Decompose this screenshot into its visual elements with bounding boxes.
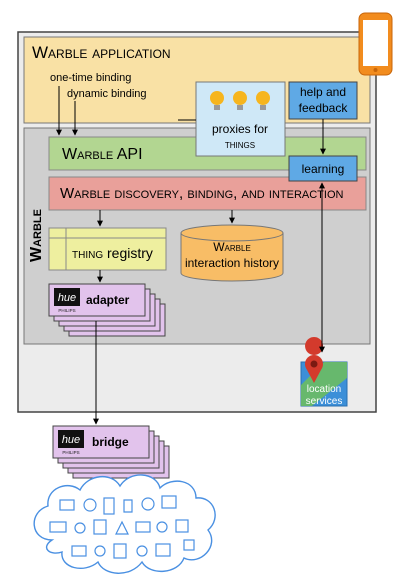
proxies-label-line1: proxies for — [212, 122, 268, 136]
iot-cloud-icon — [33, 474, 216, 574]
adapter-brand-text: PHILIPS — [58, 308, 75, 313]
help-label-line1: help and — [300, 85, 346, 99]
help-label-line2: feedback — [299, 101, 349, 115]
location-label-line2: services — [306, 396, 343, 407]
learning-box — [288, 155, 358, 182]
history-cylinder — [180, 224, 284, 282]
discovery-label: Warble discovery, binding, and interacti… — [60, 185, 344, 202]
map-pin-icon — [300, 337, 348, 407]
registry-label: thing registry — [72, 245, 153, 261]
api-label: Warble API — [62, 146, 143, 163]
history-label-line1: Warble — [213, 240, 251, 254]
one-time-binding-label: one-time binding — [50, 72, 131, 84]
history-label-line2: interaction history — [185, 256, 279, 270]
adapter-logo-text: hue — [58, 292, 76, 304]
connector-arrows — [56, 86, 326, 425]
discovery-box — [48, 176, 367, 211]
application-title: Warble application — [32, 43, 171, 62]
bridge-brand-text: PHILIPS — [62, 450, 79, 455]
lightbulb-icon — [256, 91, 270, 110]
registry-prefix: thing — [72, 245, 103, 261]
registry-box — [48, 227, 167, 271]
location-label-line1: location — [307, 384, 341, 395]
lightbulb-icon — [210, 91, 224, 110]
hue-logo-icon: hue PHILIPS — [58, 430, 84, 455]
hue-logo-icon: hue PHILIPS — [54, 288, 80, 313]
dynamic-binding-label: dynamic binding — [67, 88, 147, 100]
warble-vertical-label: Warble — [28, 209, 45, 262]
proxies-label-line2: things — [225, 139, 255, 151]
adapter-label: adapter — [86, 293, 130, 307]
proxies-box — [195, 81, 286, 157]
learning-label: learning — [302, 162, 345, 176]
bridge-logo-text: hue — [62, 434, 80, 446]
registry-suffix: registry — [103, 245, 153, 261]
bridge-label: bridge — [92, 435, 129, 449]
bridge-stack — [52, 425, 170, 479]
help-feedback-box — [288, 81, 358, 120]
lightbulb-icon — [233, 91, 247, 110]
smartphone-icon — [358, 12, 393, 76]
